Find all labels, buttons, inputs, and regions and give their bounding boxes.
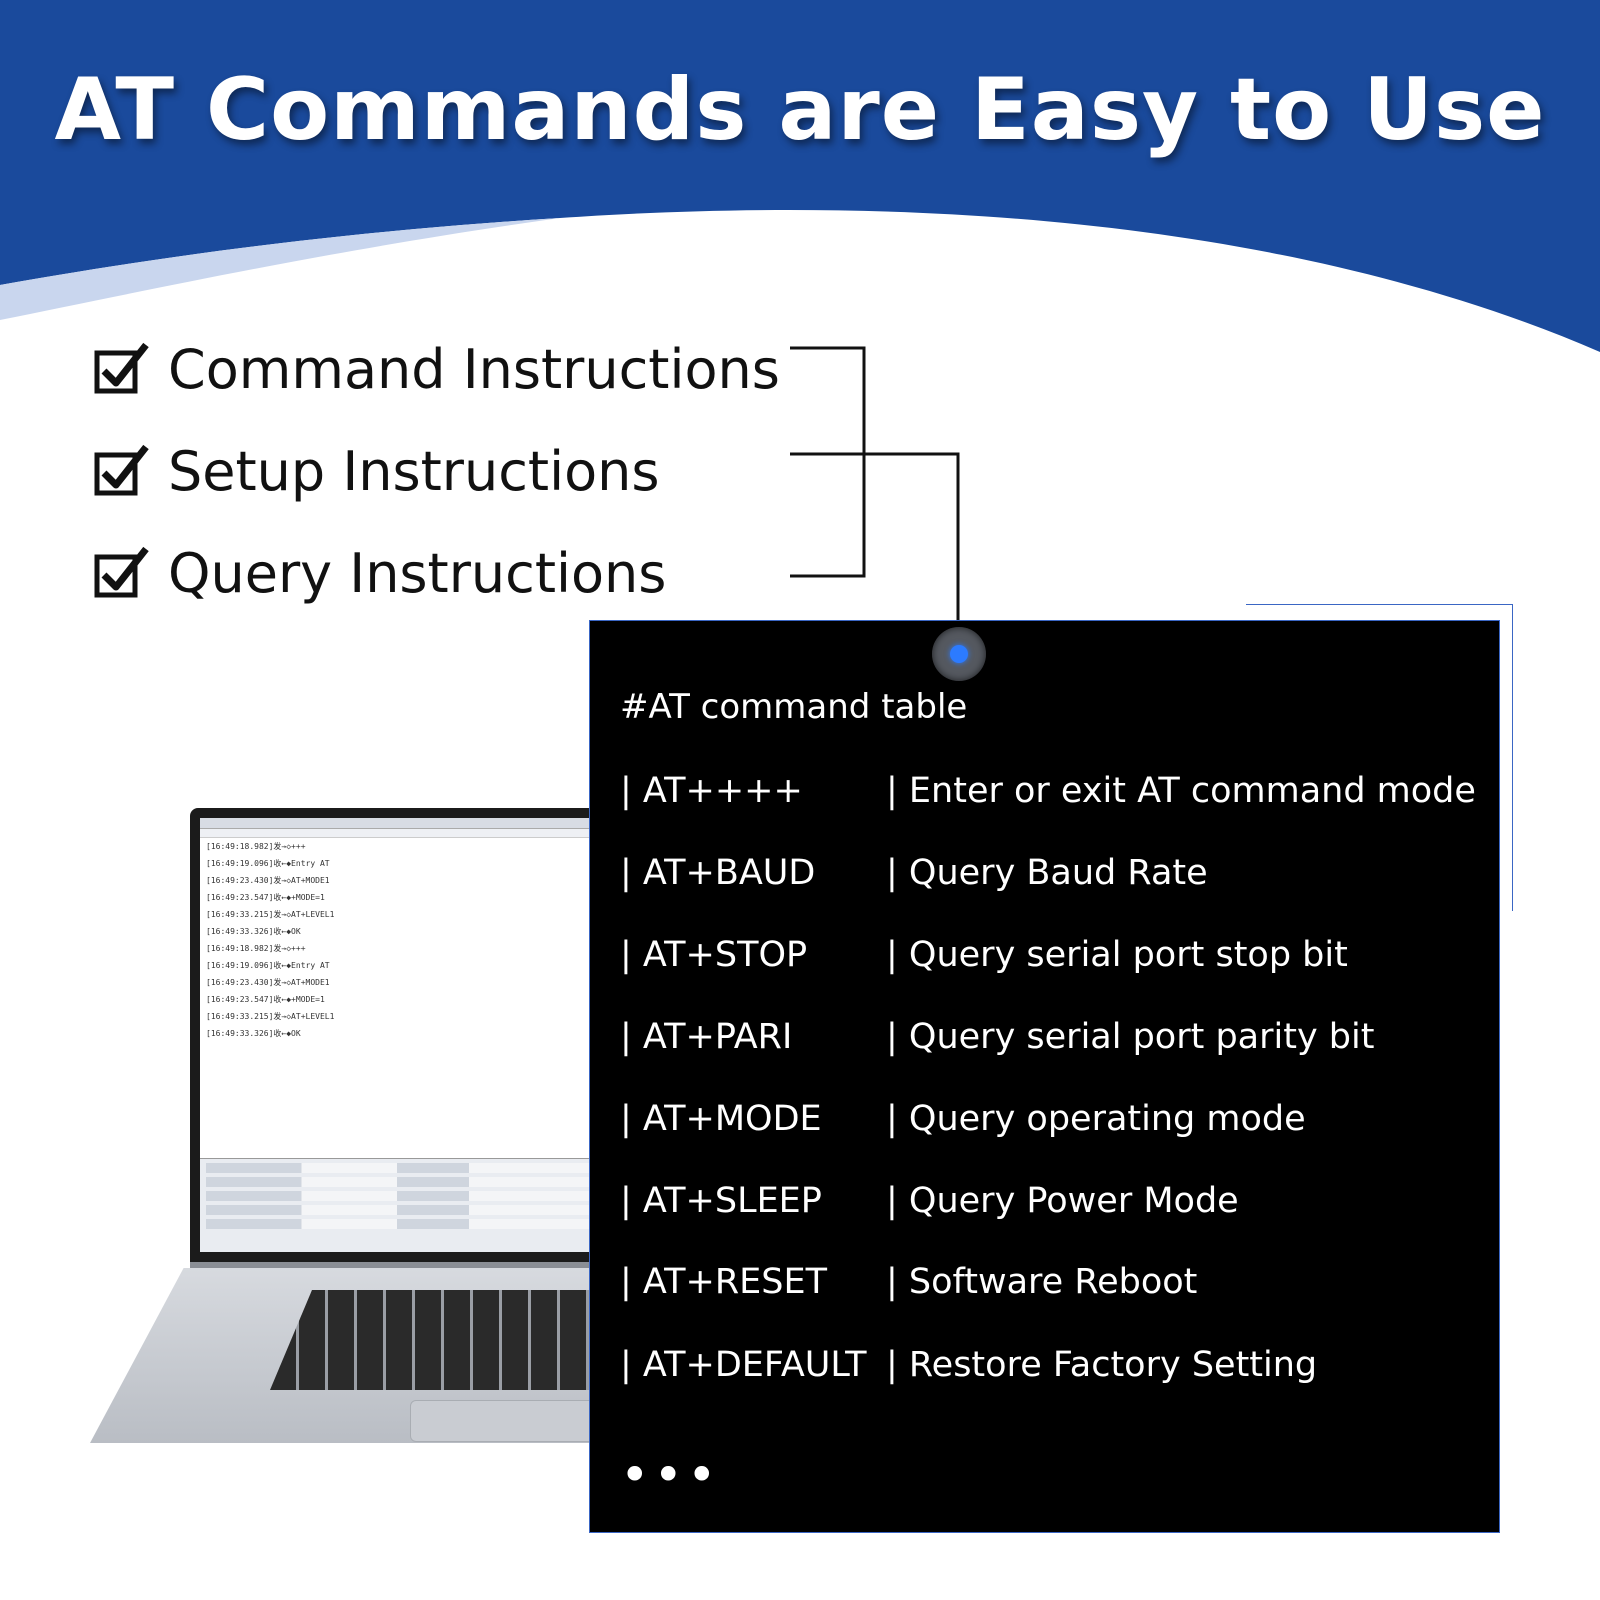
checklist-label: Setup Instructions bbox=[168, 439, 660, 503]
command-description: | Restore Factory Setting bbox=[886, 1345, 1318, 1385]
terminal-log-line: [16:49:19.096]收←◆Entry AT bbox=[206, 859, 330, 868]
terminal-log-line: [16:49:23.430]发→◇AT+MODE1 bbox=[206, 876, 330, 885]
checklist-item-setup: Setup Instructions bbox=[94, 420, 780, 522]
instruction-checklist: Command Instructions Setup Instructions … bbox=[94, 318, 780, 624]
more-indicator: ••• bbox=[620, 1446, 721, 1504]
terminal-log-line: [16:49:23.547]收←◆+MODE=1 bbox=[206, 893, 325, 902]
command-name: | AT+STOP bbox=[620, 935, 808, 975]
command-table-title: #AT command table bbox=[620, 687, 968, 727]
terminal-log-line: [16:49:18.982]发→◇+++ bbox=[206, 944, 306, 953]
terminal-log-line: [16:49:23.547]收←◆+MODE=1 bbox=[206, 995, 325, 1004]
command-name: | AT+SLEEP bbox=[620, 1181, 822, 1221]
command-description: | Query serial port stop bit bbox=[886, 935, 1348, 975]
command-name: | AT+MODE bbox=[620, 1099, 822, 1139]
page-title: AT Commands are Easy to Use bbox=[54, 60, 1546, 160]
command-name: | AT++++ bbox=[620, 771, 803, 811]
panel-outline-frame bbox=[1246, 604, 1513, 911]
command-description: | Query Baud Rate bbox=[886, 853, 1208, 893]
terminal-log-line: [16:49:23.430]发→◇AT+MODE1 bbox=[206, 978, 330, 987]
checklist-item-command: Command Instructions bbox=[94, 318, 780, 420]
terminal-log-line: [16:49:33.326]收←◆OK bbox=[206, 1029, 301, 1038]
terminal-log-line: [16:49:33.215]发→◇AT+LEVEL1 bbox=[206, 910, 335, 919]
terminal-log-line: [16:49:33.215]发→◇AT+LEVEL1 bbox=[206, 1012, 335, 1021]
command-name: | AT+BAUD bbox=[620, 853, 816, 893]
terminal-titlebar bbox=[200, 818, 690, 829]
command-description: | Enter or exit AT command mode bbox=[886, 771, 1476, 811]
checkbox-checked-icon bbox=[94, 546, 149, 598]
at-command-panel: #AT command table | AT++++ | Enter or exi… bbox=[589, 620, 1500, 1533]
terminal-menubar bbox=[200, 829, 690, 838]
pin-icon bbox=[932, 627, 986, 681]
terminal-log-line: [16:49:33.326]收←◆OK bbox=[206, 927, 301, 936]
terminal-log-line: [16:49:18.982]发→◇+++ bbox=[206, 842, 306, 851]
laptop-image: [16:49:18.982]发→◇+++ [16:49:19.096]收←◆Ent… bbox=[90, 800, 710, 1460]
checkbox-checked-icon bbox=[94, 342, 149, 394]
terminal-log-line: [16:49:19.096]收←◆Entry AT bbox=[206, 961, 330, 970]
checklist-label: Command Instructions bbox=[168, 337, 780, 401]
terminal-log: [16:49:18.982]发→◇+++ [16:49:19.096]收←◆Ent… bbox=[200, 838, 690, 1042]
command-name: | AT+DEFAULT bbox=[620, 1345, 867, 1385]
checkbox-checked-icon bbox=[94, 444, 149, 496]
command-description: | Query operating mode bbox=[886, 1099, 1306, 1139]
command-description: | Query Power Mode bbox=[886, 1181, 1239, 1221]
checklist-item-query: Query Instructions bbox=[94, 522, 780, 624]
header-banner bbox=[0, 0, 1600, 352]
command-description: | Software Reboot bbox=[886, 1262, 1198, 1302]
command-description: | Query serial port parity bit bbox=[886, 1017, 1375, 1057]
command-name: | AT+RESET bbox=[620, 1262, 827, 1302]
checklist-label: Query Instructions bbox=[168, 541, 667, 605]
laptop-hinge bbox=[190, 1262, 710, 1272]
command-name: | AT+PARI bbox=[620, 1017, 793, 1057]
